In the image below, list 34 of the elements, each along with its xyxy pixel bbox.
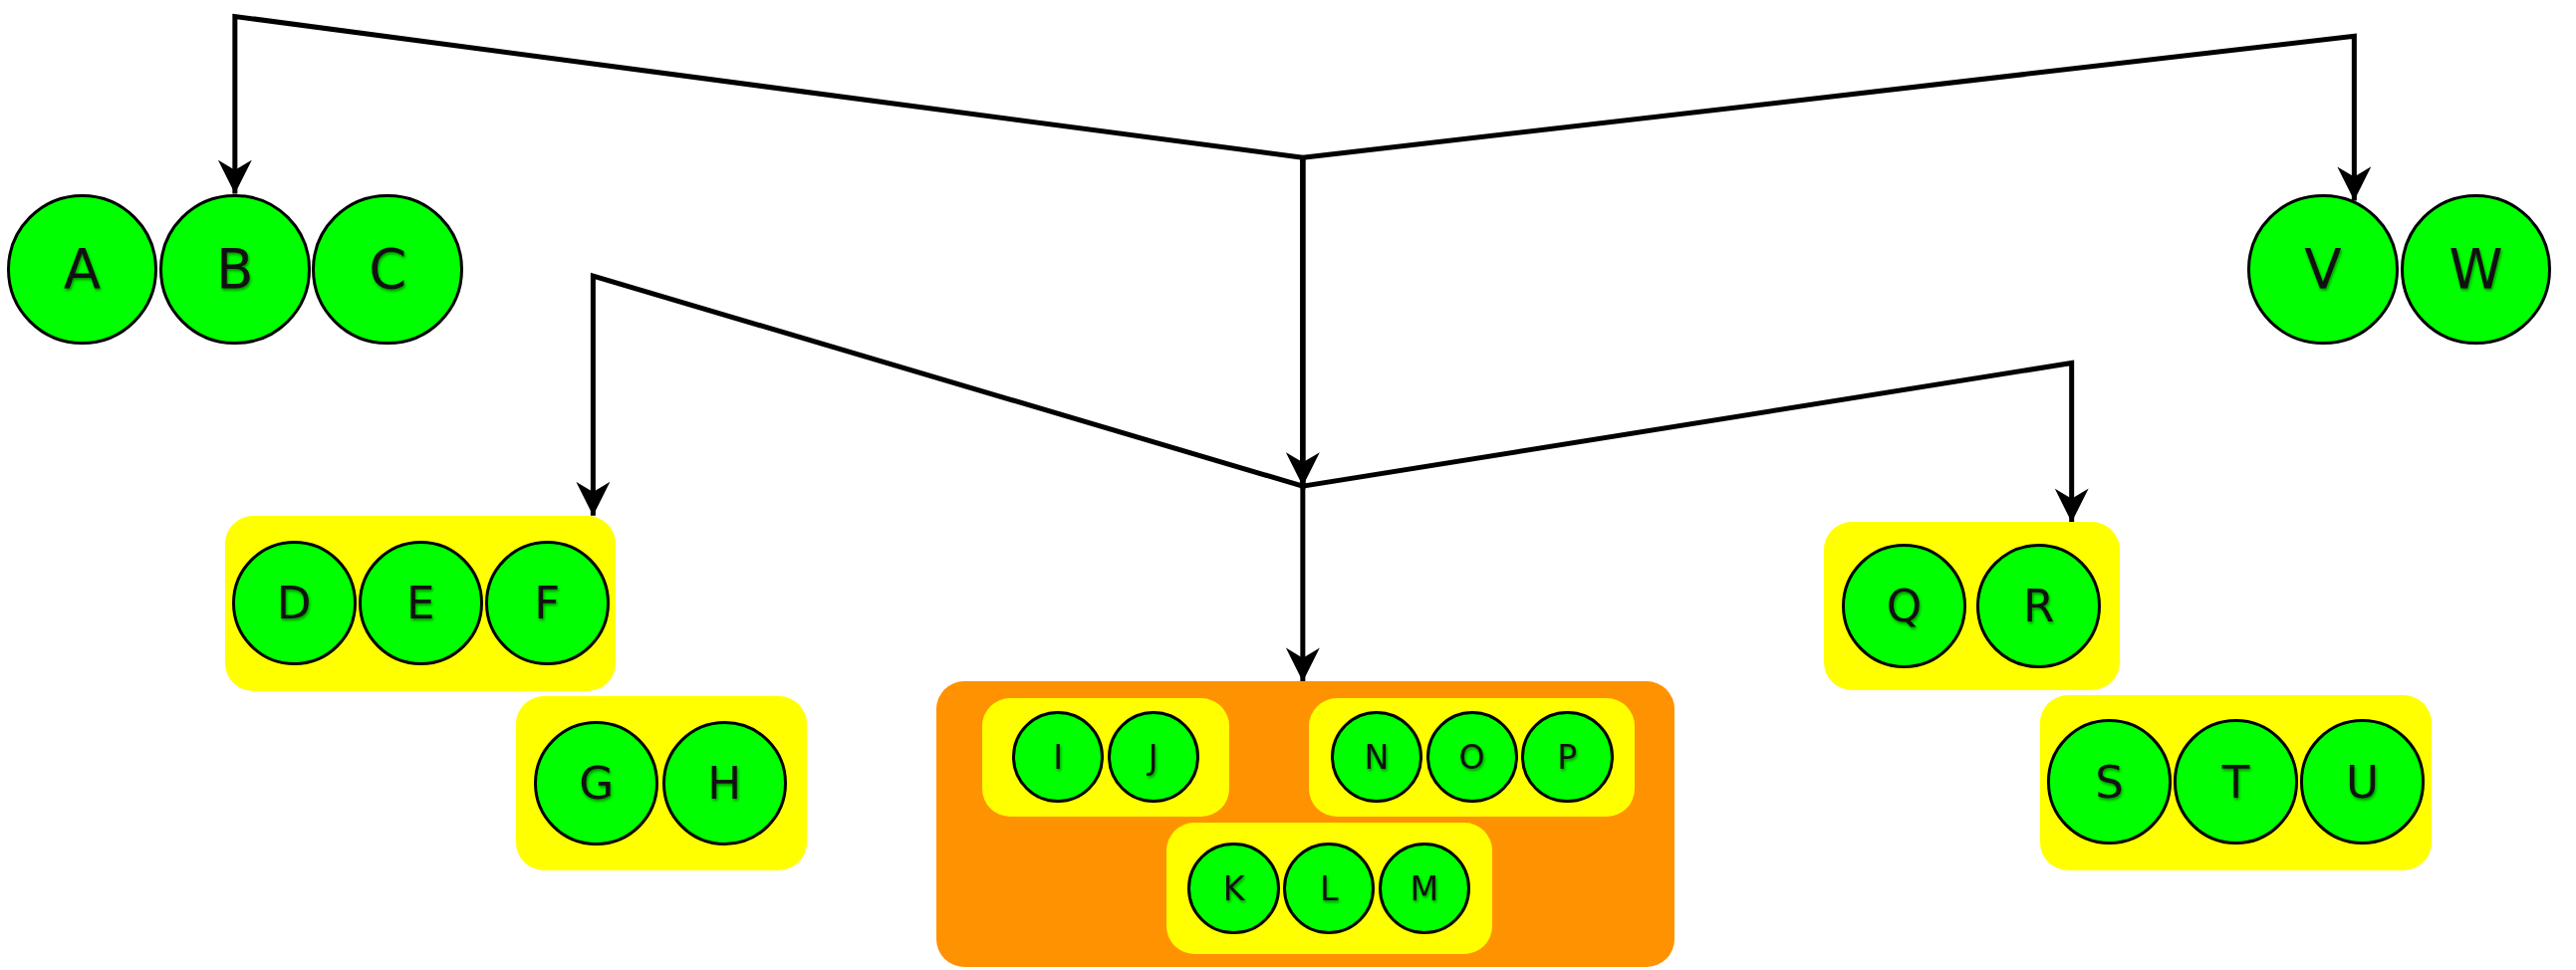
group-box: [1823, 522, 2120, 690]
letter-circle: C: [312, 193, 464, 346]
letter-circle: L: [1283, 843, 1376, 935]
letter-circle: P: [1521, 711, 1614, 804]
arrow: [1300, 157, 2089, 523]
letter-circle: A: [6, 193, 158, 346]
letter-circle: T: [2173, 719, 2299, 845]
letter-circle: H: [661, 721, 787, 847]
letter-circle: D: [231, 540, 357, 665]
group-box: [1309, 697, 1635, 817]
group-box: [1165, 823, 1492, 955]
letter-circle: B: [158, 193, 311, 346]
container-box: [936, 681, 1674, 968]
letter-circle: K: [1187, 843, 1280, 935]
letter-circle: U: [2299, 719, 2426, 845]
letter-circle: E: [358, 540, 483, 665]
letter-circle: W: [2400, 193, 2552, 346]
letter-circle: J: [1107, 711, 1199, 804]
letter-circle: I: [1011, 711, 1105, 804]
arrow: [1302, 33, 2372, 201]
letter-circle: F: [484, 540, 610, 665]
letter-circle: M: [1378, 843, 1471, 935]
letter-circle: S: [2046, 719, 2173, 845]
arrow: [217, 13, 1304, 194]
letter-circle: Q: [1841, 543, 1967, 669]
group-box: [515, 696, 807, 871]
group-box: [224, 515, 617, 692]
letter-circle: G: [534, 721, 659, 847]
letter-circle: R: [1976, 543, 2102, 669]
group-box: [2040, 694, 2432, 871]
group-box: [982, 697, 1229, 817]
letter-circle: V: [2247, 193, 2399, 346]
letter-circle: N: [1330, 711, 1423, 804]
letter-circle: O: [1425, 711, 1518, 804]
